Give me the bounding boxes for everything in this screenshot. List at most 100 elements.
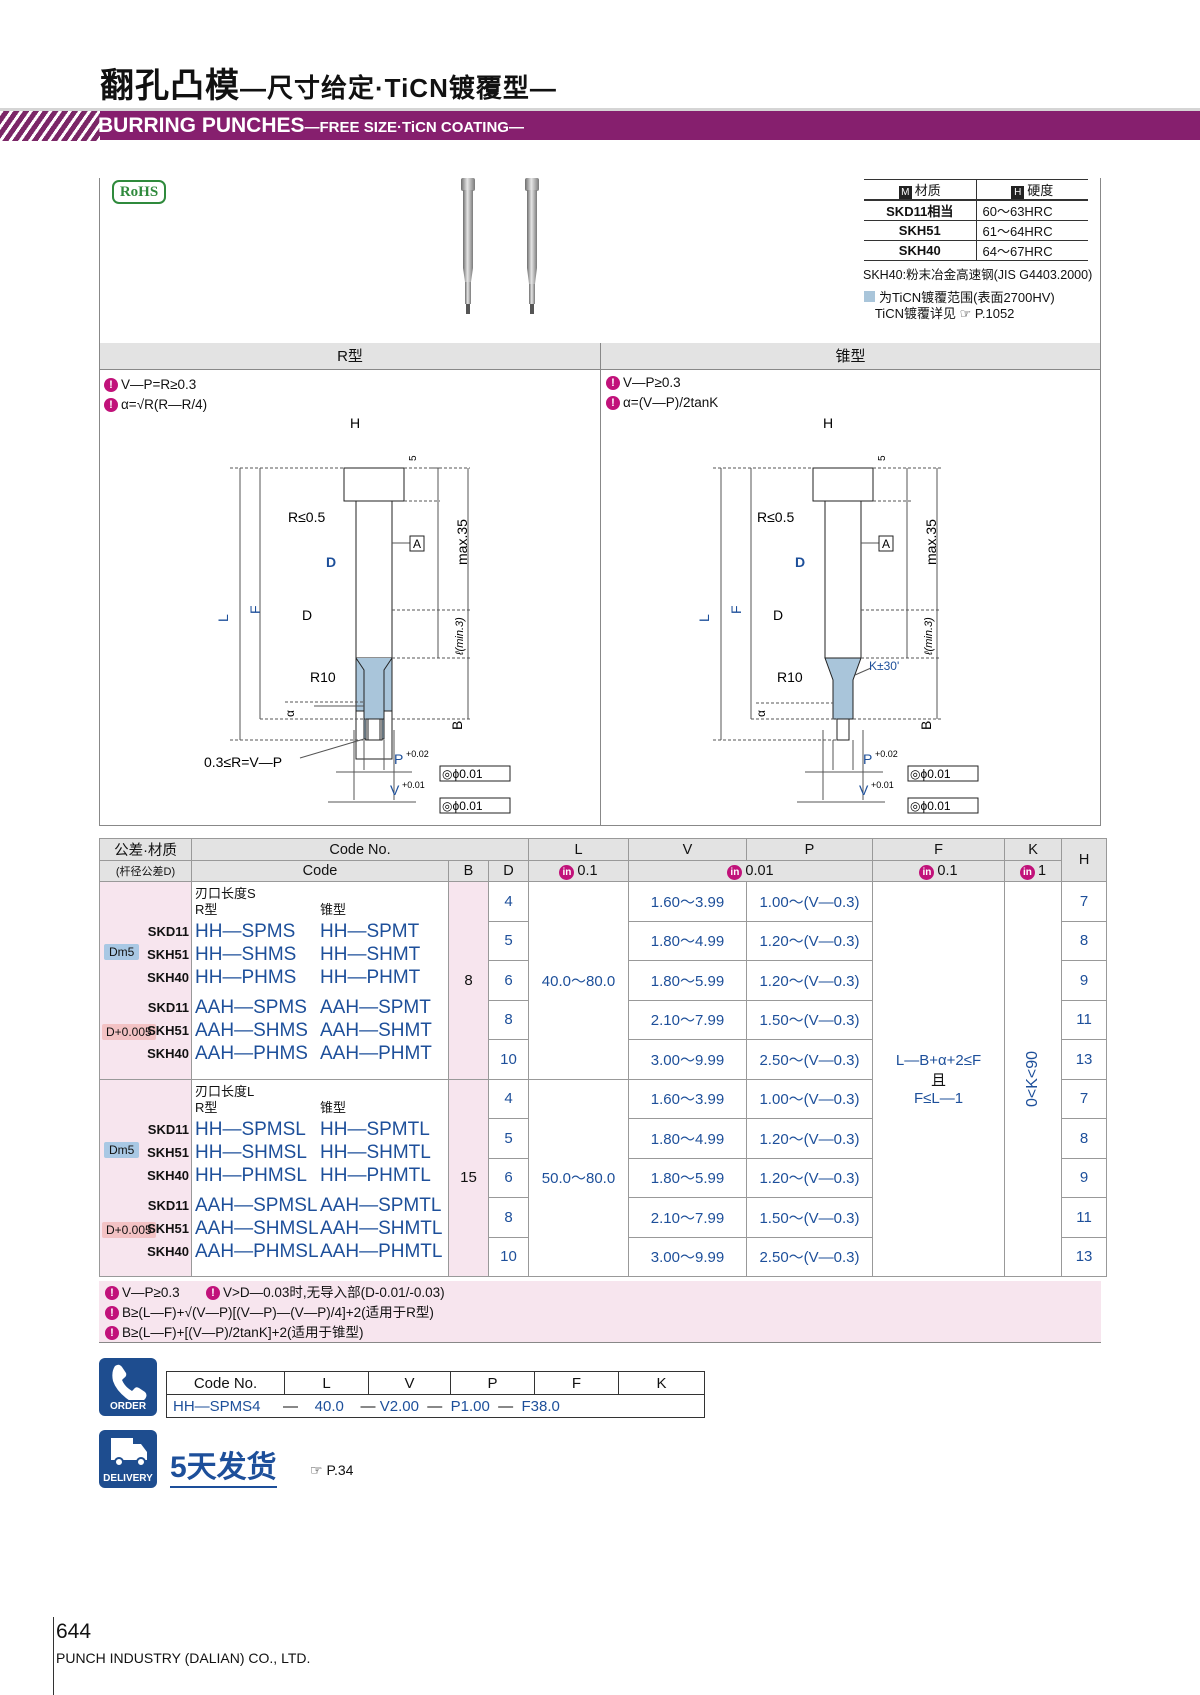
code-item[interactable]: AAH—SHMT — [320, 1020, 432, 1041]
dim-lmin: ℓ(min.3) — [454, 617, 466, 656]
dim-B: B — [918, 721, 934, 730]
code-item[interactable]: AAH—SHMTL — [320, 1217, 443, 1239]
code-item[interactable]: HH—SPMTL — [320, 1118, 430, 1140]
page-number: 644 — [56, 1620, 92, 1643]
P-header: P — [746, 838, 873, 861]
dim-lmin: ℓ(min.3) — [923, 617, 935, 656]
V-cell: 1.80～5.99 — [628, 960, 747, 1001]
dim-max35: max.35 — [923, 519, 939, 565]
code-item[interactable]: HH—PHMSL — [195, 1164, 307, 1186]
P-cell: 1.00～(V—0.3) — [746, 881, 873, 922]
P-cell: 1.50～(V—0.3) — [746, 999, 873, 1040]
dim-R-eq: 0.3≤R=V—P — [204, 754, 282, 770]
codes-taper: HH—SPMTL HH—SHMTL HH—PHMTL AAH—SPMTL AAH… — [320, 1118, 442, 1263]
code-item[interactable]: HH—PHMS — [195, 967, 297, 988]
dim-F: F — [247, 605, 263, 614]
code-item[interactable]: HH—PHMTL — [320, 1164, 431, 1186]
warning-icon: ! — [105, 1326, 119, 1341]
D-cell: 5 — [488, 920, 529, 961]
gdt-p: ◎ϕ0.01 — [442, 767, 483, 781]
D-cell: 4 — [488, 881, 529, 922]
warning-icon: ! — [606, 396, 620, 411]
code-item[interactable]: AAH—PHMTL — [320, 1240, 443, 1262]
footer-rule — [53, 1617, 54, 1695]
code-item[interactable]: HH—PHMT — [320, 967, 421, 988]
H-cell: 9 — [1061, 960, 1108, 1001]
phone-icon — [112, 1364, 147, 1404]
code-item[interactable]: AAH—SHMS — [195, 1020, 308, 1041]
hardness-cell: 64～67HRC — [976, 240, 1088, 261]
increment-icon: in — [559, 864, 575, 880]
company-name: PUNCH INDUSTRY (DALIAN) CO., LTD. — [56, 1650, 311, 1666]
dim-P: P — [394, 751, 403, 767]
dim-L: L — [215, 614, 231, 622]
dtol-badge: D+0.005 — [102, 1024, 156, 1040]
header-band — [92, 111, 1200, 140]
warning-icon: ! — [104, 378, 118, 393]
dim-F: F — [728, 605, 744, 614]
P-cell: 1.00～(V—0.3) — [746, 1078, 873, 1119]
code-item[interactable]: AAH—PHMSL — [195, 1240, 319, 1262]
code-item[interactable]: AAH—SPMTL — [320, 1194, 442, 1216]
V-cell: 1.60～3.99 — [628, 1078, 747, 1119]
coating-page-link[interactable]: P.1052 — [974, 306, 1015, 321]
code-item[interactable]: HH—SHMT — [320, 944, 421, 965]
material-labels: SKD11 SKH51 SKH40 SKD11 SKH51 SKH40 — [147, 1121, 189, 1259]
H-header: H — [1061, 838, 1108, 882]
D-cell: 8 — [488, 1197, 529, 1238]
code-item[interactable]: AAH—SHMSL — [195, 1217, 319, 1239]
dim-alpha: α — [283, 710, 297, 717]
F-rule-cell: L—B+α+2≤F 且 F≤L—1 — [872, 881, 1005, 1277]
P-cell: 1.20～(V—0.3) — [746, 1118, 873, 1159]
code-item[interactable]: AAH—PHMS — [195, 1043, 308, 1064]
codes-r: HH—SPMS HH—SHMS HH—PHMS AAH—SPMS AAH—SHM… — [195, 920, 308, 1065]
product-image-box — [99, 178, 1101, 343]
dim-D: D — [326, 554, 336, 570]
hardness-cell: 60～63HRC — [976, 199, 1088, 221]
datum-A: A — [882, 537, 890, 551]
code-cell: 刃口长度S R型锥型 HH—SPMS HH—SHMS HH—PHMS AAH—S… — [191, 881, 449, 1080]
B-header: B — [448, 860, 489, 882]
gdt-p: ◎ϕ0.01 — [910, 767, 951, 781]
warning-icon: ! — [606, 376, 620, 391]
delivery-page-link[interactable]: P.34 — [326, 1462, 354, 1478]
dim-V: V — [390, 782, 400, 798]
code-item[interactable]: HH—SHMTL — [320, 1141, 431, 1163]
gdt-v: ◎ϕ0.01 — [442, 799, 483, 813]
order-example-values: HH—SPMS4— 40.0 — V2.00 — P1.00 — F38.0 — [166, 1394, 705, 1418]
code-item[interactable]: HH—SPMS — [195, 921, 296, 942]
B-cell: 8 — [448, 881, 489, 1080]
L-cell: 50.0～80.0 — [528, 1078, 629, 1277]
header-stripes — [0, 111, 100, 141]
dm5-badge: Dm5 — [104, 944, 140, 960]
order-header: Code No. — [166, 1371, 285, 1395]
tol-mat-sub-header: (杆径公差D) — [99, 860, 192, 882]
code-item[interactable]: HH—SHMS — [195, 944, 297, 965]
code-item[interactable]: AAH—SPMT — [320, 997, 431, 1018]
coating-note: 为TiCN镀覆范围(表面2700HV) TiCN镀覆详见 ☞ P.1052 — [864, 290, 1055, 322]
datum-A: A — [413, 537, 421, 551]
code-item[interactable]: HH—SPMT — [320, 921, 420, 942]
P-cell: 2.50～(V—0.3) — [746, 1039, 873, 1080]
D-cell: 8 — [488, 999, 529, 1040]
r-type-notes: !V—P=R≥0.3 !α=√R(R—R/4) — [104, 375, 207, 415]
F-header: F — [872, 838, 1005, 861]
warning-icon: ! — [205, 1286, 220, 1301]
code-item[interactable]: AAH—SPMSL — [195, 1194, 318, 1216]
code-item[interactable]: HH—SPMSL — [195, 1118, 306, 1140]
code-item[interactable]: AAH—PHMT — [320, 1043, 432, 1064]
code-item[interactable]: AAH—SPMS — [195, 997, 307, 1018]
material-note: SKH40:粉末冶金高速钢(JIS G4403.2000) — [863, 268, 1093, 282]
code-item[interactable]: HH—SHMSL — [195, 1141, 307, 1163]
dim-H: H — [823, 415, 833, 431]
punch-photo — [461, 178, 539, 314]
dtol-badge: D+0.005 — [102, 1221, 156, 1238]
H-cell: 11 — [1061, 999, 1108, 1040]
order-icon: ORDER — [99, 1358, 157, 1416]
diagram-divider — [600, 343, 601, 826]
hand-pointer-icon: ☞ — [310, 1462, 323, 1478]
warning-icon: ! — [105, 1306, 119, 1321]
D-cell: 5 — [488, 1118, 529, 1159]
